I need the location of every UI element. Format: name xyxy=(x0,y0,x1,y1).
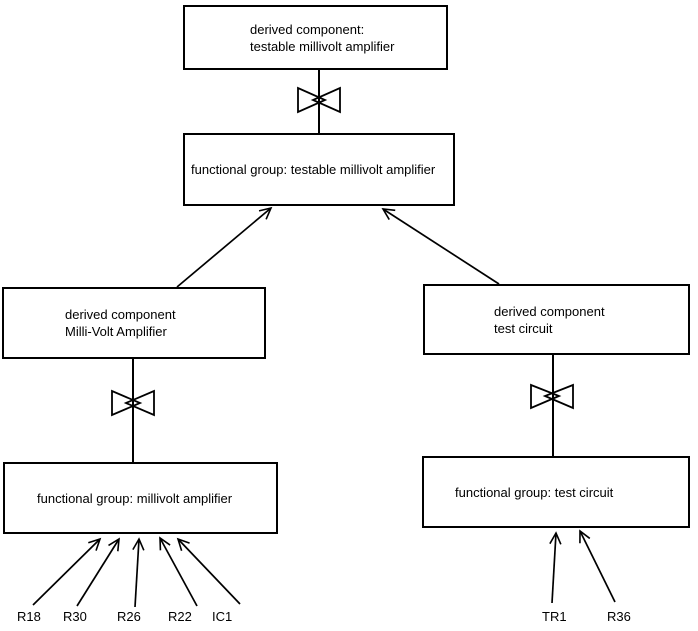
bowtie-refinement-icon xyxy=(297,86,341,114)
leaf-label-r18: R18 xyxy=(17,609,41,624)
edge-derived-tc-to-fg-testable xyxy=(381,208,500,285)
edges-to-fg-tc xyxy=(549,529,616,604)
node-derived-test-circuit: derived component test circuit xyxy=(423,284,690,355)
node-label-line2: Milli-Volt Amplifier xyxy=(65,324,167,339)
leaf-label-ic1: IC1 xyxy=(212,609,233,624)
leaf-label-r26: R26 xyxy=(117,609,141,624)
node-label: functional group: millivolt amplifier xyxy=(37,490,233,506)
edges-to-fg-testable xyxy=(176,206,500,288)
edge-r30 xyxy=(76,537,120,607)
node-fg-millivolt-amplifier: functional group: millivolt amplifier xyxy=(3,462,278,534)
node-fg-testable-millivolt-amplifier: functional group: testable millivolt amp… xyxy=(183,133,455,206)
node-label: functional group: testable millivolt amp… xyxy=(191,162,436,177)
edge-r26 xyxy=(132,537,145,608)
edge-tr1 xyxy=(549,531,562,604)
edge-r22 xyxy=(159,536,198,607)
edge-derived-mva-to-fg-testable xyxy=(176,206,273,288)
edge-r18 xyxy=(32,537,102,606)
bowtie-refinement-icon xyxy=(530,383,574,410)
edges-to-fg-mva xyxy=(32,536,241,608)
bowtie-refinement-icon xyxy=(111,389,155,417)
edge-ic1 xyxy=(176,537,241,605)
edge-r36 xyxy=(579,529,616,603)
leaf-label-r22: R22 xyxy=(168,609,192,624)
leaf-label-r30: R30 xyxy=(63,609,87,624)
node-label-line2: testable millivolt amplifier xyxy=(250,38,395,54)
node-label-line1: derived component: xyxy=(250,21,365,37)
node-label: functional group: test circuit xyxy=(455,484,614,500)
leaf-label-r36: R36 xyxy=(607,609,631,624)
node-derived-milli-volt-amplifier: derived component Milli-Volt Amplifier xyxy=(2,287,266,359)
leaf-label-tr1: TR1 xyxy=(542,609,567,624)
node-fg-test-circuit: functional group: test circuit xyxy=(422,456,690,528)
node-label-line1: derived component xyxy=(494,303,605,319)
node-label-line2: test circuit xyxy=(494,320,553,336)
node-label-line1: derived component xyxy=(65,307,176,322)
node-derived-testable-millivolt-amplifier: derived component: testable millivolt am… xyxy=(183,5,448,70)
